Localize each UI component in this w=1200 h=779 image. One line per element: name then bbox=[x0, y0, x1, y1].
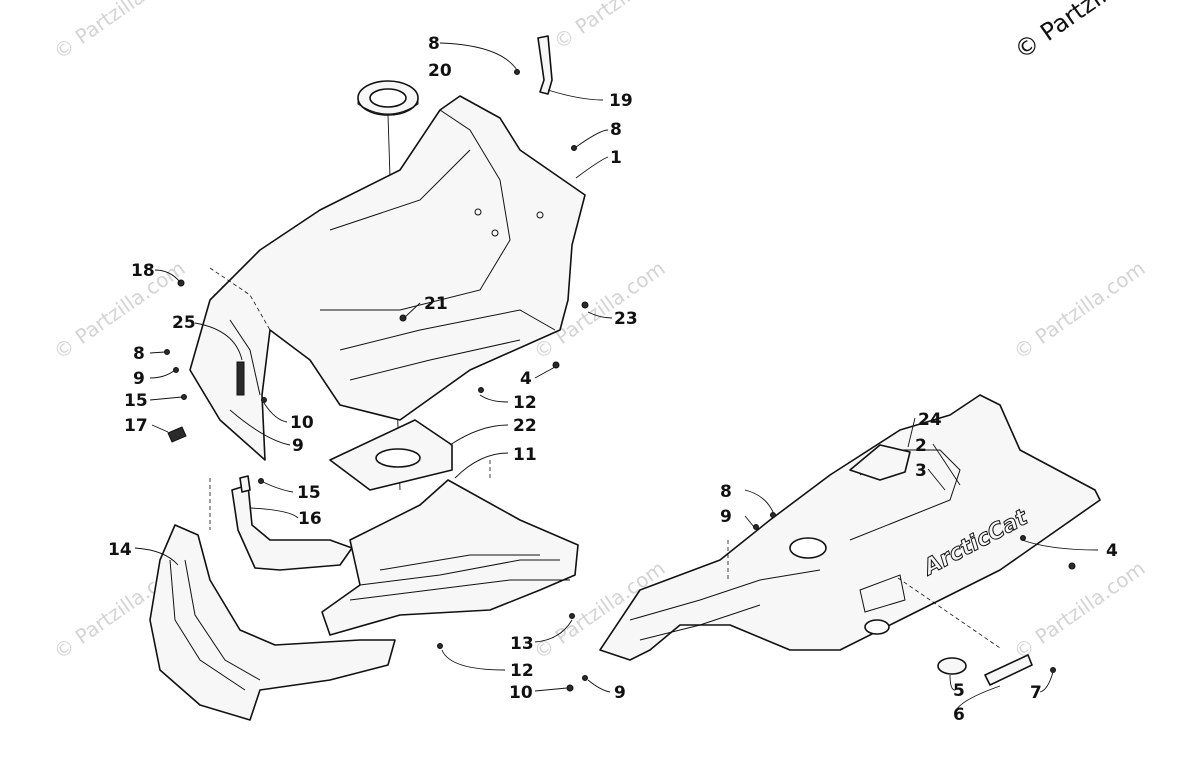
callout-label: 1 bbox=[610, 148, 622, 168]
callout-label: 8 bbox=[133, 344, 145, 364]
callout-labels: 8 20 19 8 1 18 21 23 25 8 9 4 12 15 10 1… bbox=[108, 34, 1118, 725]
callout-label: 8 bbox=[428, 34, 440, 54]
callout-label: 7 bbox=[1030, 683, 1042, 703]
callout-label: 2 bbox=[915, 436, 927, 456]
callout-label: 9 bbox=[133, 369, 145, 389]
callout-label: 23 bbox=[614, 309, 638, 329]
callout-label: 18 bbox=[131, 261, 155, 281]
callout-label: 10 bbox=[290, 413, 314, 433]
callout-label: 4 bbox=[520, 369, 532, 389]
callout-label: 9 bbox=[614, 683, 626, 703]
callout-label: 17 bbox=[124, 416, 148, 436]
watermark-text: © Partzilla.com bbox=[49, 256, 189, 364]
part-duct bbox=[231, 475, 353, 571]
callout-label: 25 bbox=[172, 313, 196, 333]
callout-label: 12 bbox=[513, 393, 537, 413]
part-plate bbox=[329, 419, 453, 491]
callout-label: 13 bbox=[510, 634, 534, 654]
watermark-text: © Partzilla.com bbox=[549, 0, 689, 54]
copyright-text: © Partzilla.com bbox=[1009, 0, 1177, 65]
callout-label: 6 bbox=[953, 705, 965, 725]
callout-label: 16 bbox=[298, 509, 322, 529]
callout-label: 9 bbox=[720, 507, 732, 527]
callout-label: 15 bbox=[124, 391, 148, 411]
part-bracket bbox=[537, 35, 553, 95]
part-front-bumper bbox=[149, 524, 396, 721]
part-ring-grommet bbox=[357, 80, 419, 116]
callout-label: 20 bbox=[428, 61, 452, 81]
callout-label: 8 bbox=[720, 482, 732, 502]
part-side-rail: ArcticCat bbox=[599, 394, 1101, 661]
callout-label: 8 bbox=[610, 120, 622, 140]
watermark-text: © Partzilla.com bbox=[1009, 256, 1149, 364]
callout-label: 15 bbox=[297, 483, 321, 503]
callout-label: 3 bbox=[915, 461, 927, 481]
callout-label: 12 bbox=[510, 661, 534, 681]
watermark-text: © Partzilla.com bbox=[49, 0, 189, 64]
callout-label: 14 bbox=[108, 540, 132, 560]
callout-label: 24 bbox=[918, 410, 942, 430]
part-plug bbox=[937, 657, 967, 675]
leader-lines bbox=[134, 42, 1099, 713]
part-reflector-plate bbox=[984, 654, 1033, 686]
callout-label: 9 bbox=[292, 436, 304, 456]
callout-label: 21 bbox=[424, 294, 448, 314]
watermark-text: © Partzilla.com bbox=[1009, 556, 1149, 664]
callout-label: 11 bbox=[513, 445, 537, 465]
callout-label: 4 bbox=[1106, 541, 1118, 561]
callout-label: 5 bbox=[953, 681, 965, 701]
callout-label: 10 bbox=[509, 683, 533, 703]
part-lower-pan bbox=[321, 479, 579, 636]
callout-label: 19 bbox=[609, 91, 633, 111]
part-upper-console bbox=[189, 95, 586, 461]
hardware-screws bbox=[164, 69, 1076, 692]
part-decal bbox=[849, 444, 911, 481]
callout-label: 22 bbox=[513, 416, 537, 436]
